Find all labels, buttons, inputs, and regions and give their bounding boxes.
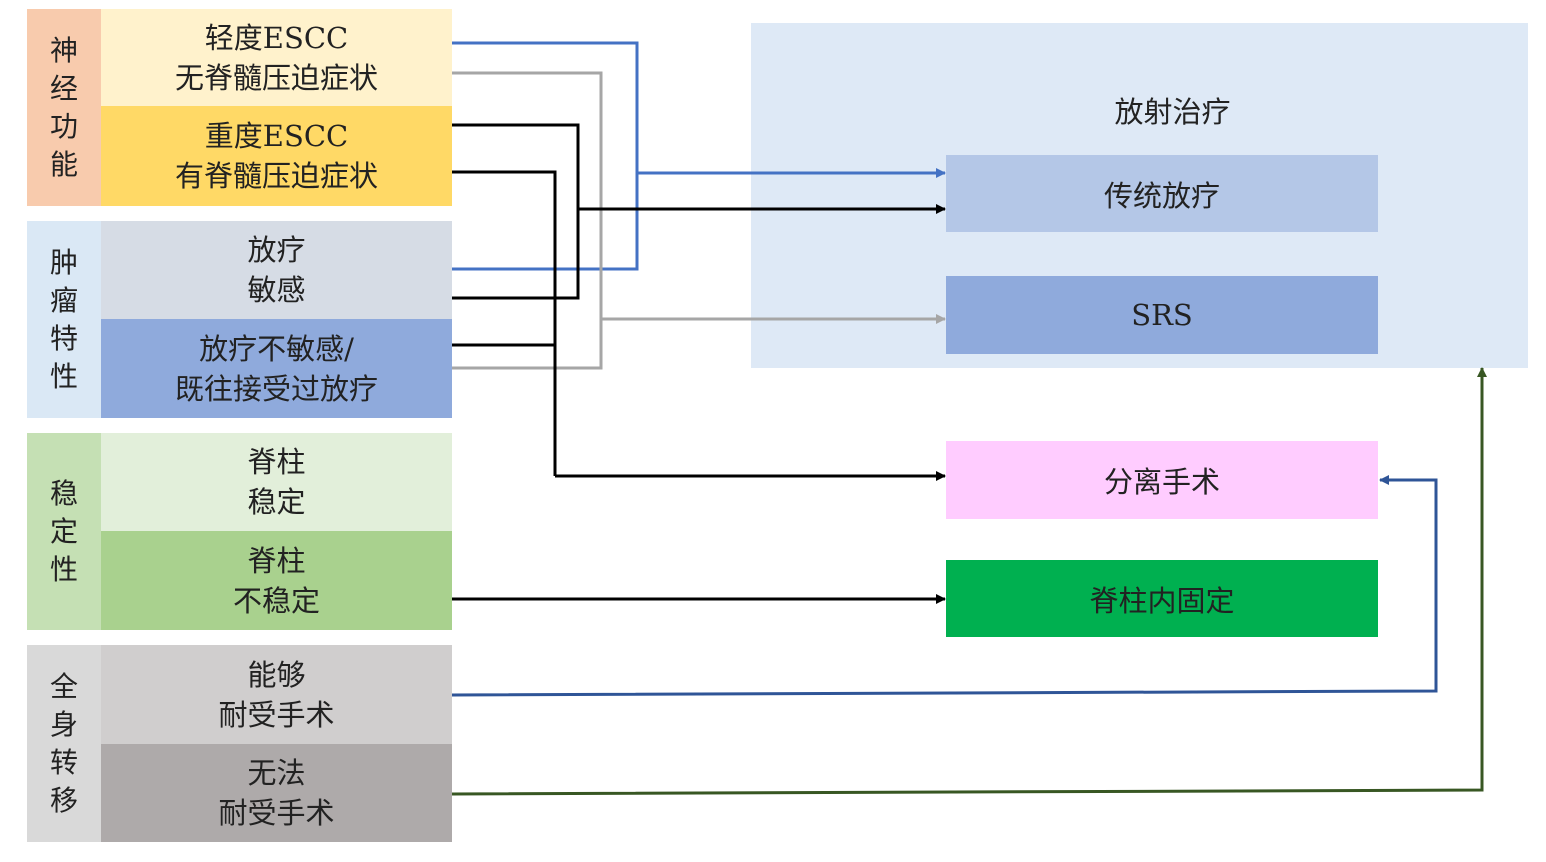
arrow-sensitive-to-conventional [452,173,639,271]
arrow-severe-to-conventional [452,123,580,209]
category-tumor-characteristics: 肿 瘤 特 性 [27,221,101,418]
arrow-severe-to-separation [452,170,557,476]
target-conventional-rt: 传统放疗 [946,155,1378,232]
target-spinal-fixation: 脊柱内固定 [946,560,1378,637]
item-rt-insensitive: 放疗不敏感/ 既往接受过放疗 [101,319,452,418]
category-systemic-metastasis: 全 身 转 移 [27,645,101,842]
item-severe-escc: 重度ESCC 有脊髓压迫症状 [101,106,452,206]
target-separation-surgery: 分离手术 [946,441,1378,519]
target-srs: SRS [946,276,1378,354]
item-spine-stable: 脊柱 稳定 [101,433,452,531]
arrow-mild-to-conventional [452,41,639,173]
arrow-cannot-tolerate-to-radiotherapy [451,367,1487,796]
arrow-insensitive-to-srs [452,319,603,370]
item-mild-escc: 轻度ESCC 无脊髓压迫症状 [101,9,452,106]
arrow-tolerate-to-separation [451,475,1438,697]
item-spine-unstable: 脊柱 不稳定 [101,531,452,630]
radiotherapy-title: 放射治疗 [1114,95,1231,129]
item-rt-sensitive: 放疗 敏感 [101,221,452,319]
category-stability: 稳 定 性 [27,433,101,630]
item-can-tolerate-surgery: 能够 耐受手术 [101,645,452,744]
arrow-mild-to-srs [452,71,603,319]
category-neuro-function: 神 经 功 能 [27,9,101,206]
item-cannot-tolerate-surgery: 无法 耐受手术 [101,744,452,842]
arrow-sensitive-black-to-conventional [452,209,580,300]
